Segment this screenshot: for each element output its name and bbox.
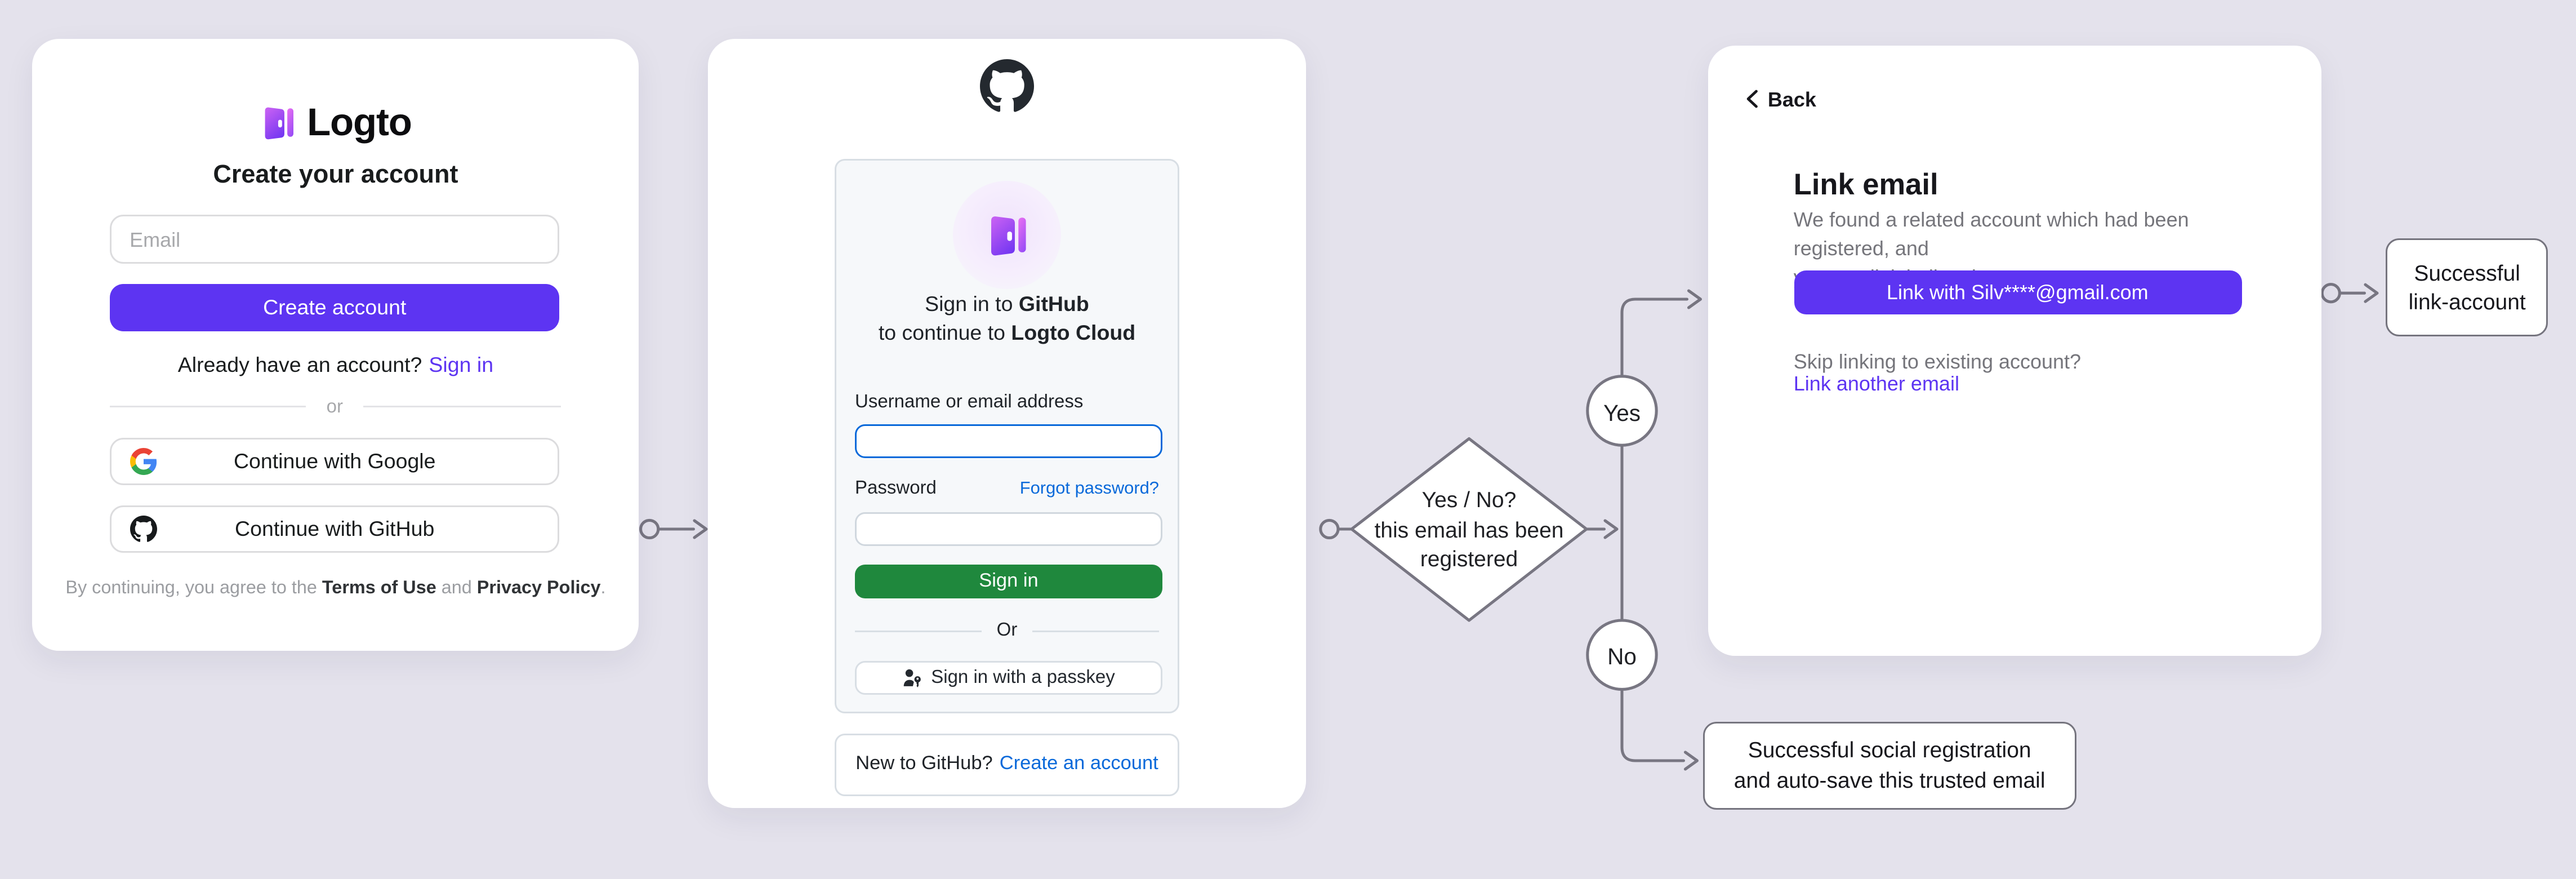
outcome-successful-link-account: Successful link-account <box>2386 238 2548 338</box>
link-email-card: Back Link email We found a related accou… <box>1708 46 2322 656</box>
divider-label: Or <box>996 620 1018 641</box>
new-prompt-text: New to GitHub? <box>855 754 993 775</box>
divider-line <box>363 406 560 408</box>
decision-label: Yes / No? this email has been registered <box>1374 487 1564 571</box>
oauth-heading-line1: Sign in to GitHub <box>925 292 1089 317</box>
arrowhead <box>693 519 708 539</box>
github-oauth-panel: Sign in to GitHub to continue to Logto C… <box>835 159 1179 714</box>
divider-line <box>1032 630 1160 632</box>
logto-app-avatar <box>953 181 1061 290</box>
github-icon <box>130 515 158 542</box>
connector-start-dot <box>639 518 660 540</box>
username-label: Username or email address <box>855 392 1084 413</box>
back-label: Back <box>1767 87 1816 112</box>
passkey-signin-button[interactable]: Sign in with a passkey <box>855 660 1162 694</box>
github-signin-button[interactable]: Sign in <box>855 565 1162 600</box>
privacy-policy-link[interactable]: Privacy Policy <box>476 578 601 598</box>
logto-door-icon <box>260 104 295 143</box>
logto-signup-card: Logto Create your account Create account… <box>32 39 639 651</box>
terms-prefix: By continuing, you agree to the <box>65 578 322 598</box>
password-input[interactable] <box>855 513 1162 547</box>
google-icon <box>130 447 158 475</box>
passkey-icon <box>902 667 922 687</box>
connector-start-dot <box>2320 283 2341 304</box>
passkey-button-label: Sign in with a passkey <box>931 667 1115 687</box>
connector-start-dot <box>1319 518 1340 540</box>
back-button[interactable]: Back <box>1746 87 1816 111</box>
terms-and: and <box>436 578 477 598</box>
link-with-email-button[interactable]: Link with Silv****@gmail.com <box>1793 271 2241 314</box>
github-signin-card: Sign in to GitHub to continue to Logto C… <box>708 39 1306 809</box>
yes-node-label: Yes <box>1603 399 1641 425</box>
signin-prompt-row: Already have an account? Sign in <box>33 354 639 378</box>
create-account-button[interactable]: Create account <box>109 283 560 331</box>
arrowhead <box>1683 751 1699 771</box>
or-divider: or <box>109 397 560 417</box>
skip-linking-text: Skip linking to existing account? <box>1793 350 2082 374</box>
username-input[interactable] <box>855 424 1162 458</box>
create-an-account-link[interactable]: Create an account <box>999 754 1158 775</box>
signin-link[interactable]: Sign in <box>429 353 494 378</box>
google-button-label: Continue with Google <box>233 449 436 473</box>
terms-note: By continuing, you agree to the Terms of… <box>33 578 639 598</box>
github-button-label: Continue with GitHub <box>235 517 435 541</box>
github-logo-icon <box>980 58 1034 113</box>
arrowhead <box>1603 519 1619 539</box>
chevron-left-icon <box>1746 90 1759 109</box>
divider-label: or <box>326 397 343 418</box>
forgot-password-link[interactable]: Forgot password? <box>1019 480 1159 499</box>
divider-line <box>109 406 306 408</box>
password-label-row: Password Forgot password? <box>855 479 1159 499</box>
no-node-label: No <box>1607 643 1637 669</box>
github-or-divider: Or <box>855 620 1160 641</box>
terms-of-use-link[interactable]: Terms of Use <box>322 578 436 598</box>
continue-with-github-button[interactable]: Continue with GitHub <box>109 504 560 553</box>
password-label: Password <box>855 478 937 499</box>
outcome-successful-social-registration: Successful social registration and auto-… <box>1703 721 2077 810</box>
new-to-github-box: New to GitHub? Create an account <box>835 732 1179 796</box>
oauth-heading-line2: to continue to Logto Cloud <box>878 321 1136 345</box>
link-another-email-link[interactable]: Link another email <box>1793 372 1959 397</box>
email-input[interactable] <box>109 215 560 264</box>
logto-logo: Logto <box>33 100 639 146</box>
terms-suffix: . <box>600 578 606 598</box>
link-email-title: Link email <box>1793 167 1938 201</box>
continue-with-google-button[interactable]: Continue with Google <box>109 437 560 485</box>
signup-title: Create your account <box>213 161 458 190</box>
signin-prompt-text: Already have an account? <box>177 353 422 378</box>
arrowhead <box>1687 289 1703 309</box>
logto-wordmark: Logto <box>307 100 412 144</box>
arrowhead <box>2364 283 2379 303</box>
divider-line <box>855 630 982 632</box>
